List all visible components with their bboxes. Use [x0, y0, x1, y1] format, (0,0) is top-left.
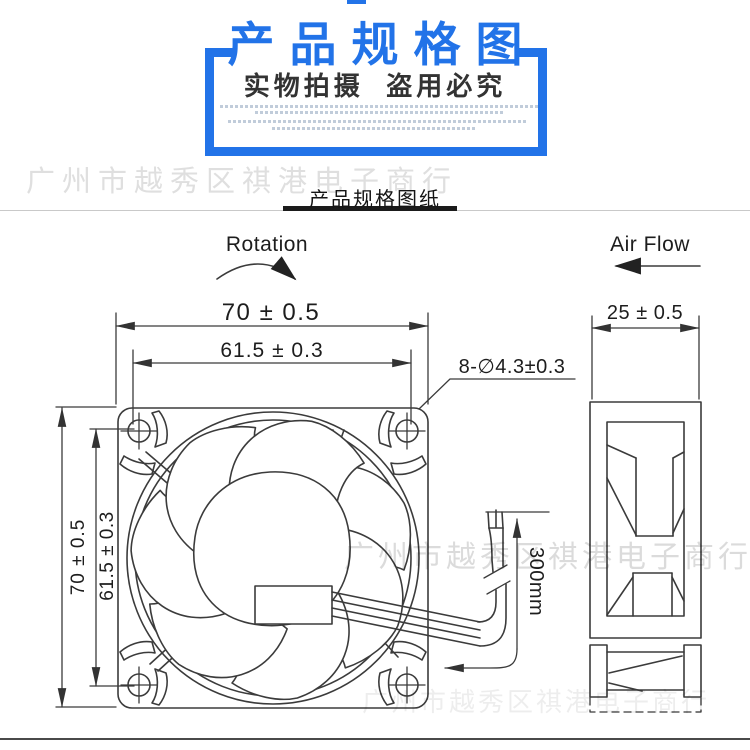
frame-left-bar — [205, 48, 214, 156]
header-subtitle: 实物拍摄 盗用必究 — [243, 71, 507, 101]
dimension-hole-spacing-top: 61.5 ± 0.3 — [132, 339, 412, 425]
frame-top-right-stub — [519, 48, 547, 57]
spec-drawing: Rotation Air Flow 70 ± 0.5 61.5 ± 0.3 8-… — [55, 233, 702, 714]
microprint-row — [220, 105, 540, 108]
dimension-wire-length: 300mm — [444, 511, 550, 673]
fan-side-view — [589, 401, 702, 713]
dimension-height-left: 70 ± 0.5 — [55, 406, 117, 708]
page-title: 产品规格图 — [227, 18, 538, 71]
dim-text: 8-∅4.3±0.3 — [459, 356, 566, 378]
rotation-arrow-icon — [216, 256, 297, 281]
dim-text: 61.5 ± 0.3 — [220, 339, 323, 362]
wire-exit-tab — [254, 585, 333, 625]
section-tab-underline — [283, 206, 457, 211]
dimension-depth: 25 ± 0.5 — [591, 302, 700, 400]
rotation-annotation: Rotation — [216, 233, 308, 281]
dim-text: 70 ± 0.5 — [222, 299, 321, 326]
airflow-label: Air Flow — [610, 233, 690, 256]
dim-text: 61.5 ± 0.3 — [97, 511, 118, 600]
mounting-corner — [119, 410, 168, 476]
bare-wire-leads — [487, 509, 504, 529]
top-accent-mark — [347, 0, 366, 4]
dim-text: 25 ± 0.5 — [607, 302, 683, 324]
side-view-flange — [589, 644, 702, 713]
dim-text: 300mm — [525, 547, 547, 616]
bottom-rule — [0, 738, 750, 740]
dimension-width-top: 70 ± 0.5 — [115, 299, 429, 405]
venturi-circle — [126, 411, 420, 705]
frame-top-left-stub — [205, 48, 233, 57]
dimension-hole-spacing-left: 61.5 ± 0.3 — [89, 428, 135, 687]
lead-wires — [331, 591, 481, 647]
microprint-row — [228, 120, 528, 123]
side-view-body — [589, 401, 702, 639]
frame-right-bar — [538, 48, 547, 156]
fan-frame — [117, 407, 429, 709]
section-tab-label: 产品规格图纸 — [309, 189, 441, 211]
rotation-label: Rotation — [226, 233, 308, 256]
dimension-mounting-holes: 8-∅4.3±0.3 — [418, 356, 576, 410]
microprint-row — [255, 111, 505, 114]
airflow-annotation: Air Flow — [610, 233, 701, 275]
dim-text: 70 ± 0.5 — [68, 519, 89, 596]
cable-assembly — [477, 509, 511, 647]
fan-front-view — [108, 392, 481, 714]
frame-bottom-bar — [205, 147, 547, 156]
microprint-row — [272, 127, 477, 130]
